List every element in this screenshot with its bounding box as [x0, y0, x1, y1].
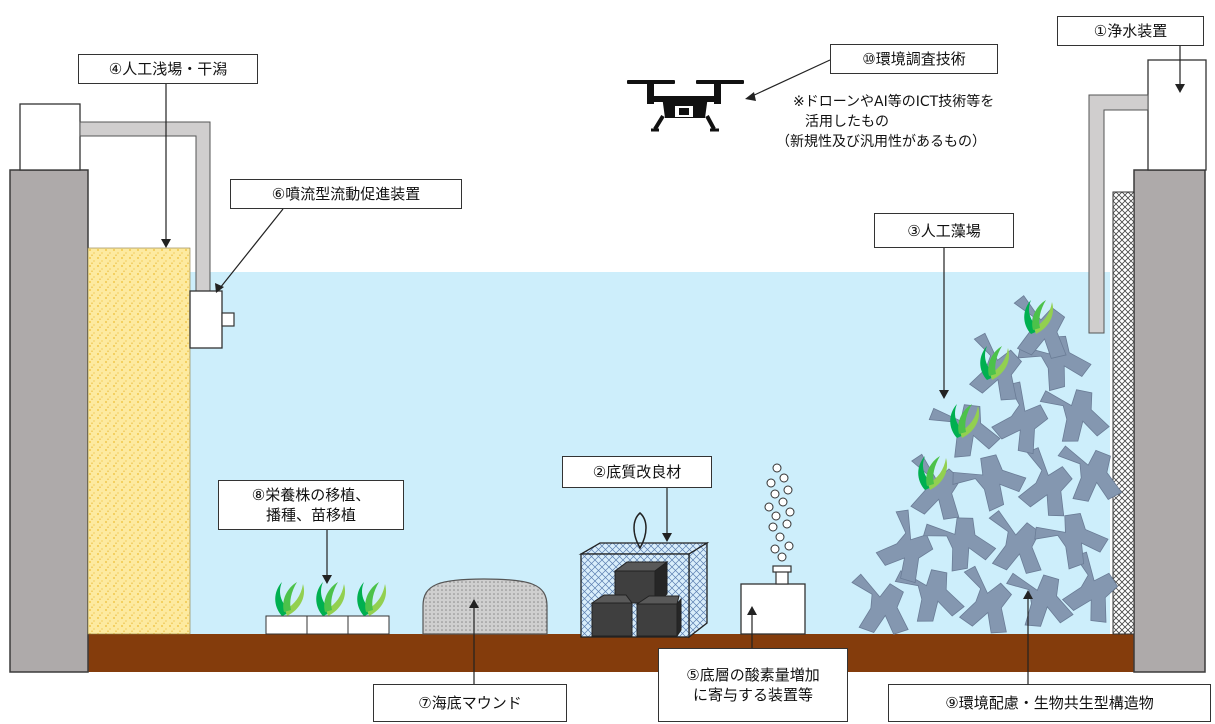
right-tank	[1147, 59, 1207, 171]
left-tank	[19, 103, 81, 171]
note-line1: ※ドローンやAI等のICT技術等を	[793, 94, 995, 110]
eco-mesh-column	[1112, 191, 1135, 635]
drone-icon	[627, 80, 744, 132]
label-seabed-mound: ⑦海底マウンド	[373, 684, 567, 722]
note-line3: （新規性及び汎用性があるもの）	[776, 134, 986, 150]
label-oxygen-device-line1: ⑤底層の酸素量増加	[686, 666, 820, 684]
label-eco-structure: ⑨環境配慮・生物共生型構造物	[888, 684, 1211, 722]
artificial-shallows	[87, 247, 191, 635]
label-oxygen-device: ⑤底層の酸素量増加 に寄与する装置等	[658, 648, 848, 722]
right-pipe	[1088, 94, 1149, 334]
oxygen-device	[740, 565, 806, 635]
note-line2: 活用したもの	[805, 114, 889, 130]
oxygen-bubbles	[764, 463, 795, 562]
leader-lines	[161, 40, 1185, 684]
label-jet-flow-device: ⑥噴流型流動促進装置	[230, 179, 462, 209]
label-sediment-improvement: ②底質改良材	[562, 456, 712, 488]
sediment-cage	[578, 512, 710, 639]
label-water-purifier: ①浄水装置	[1057, 16, 1204, 46]
label-env-survey: ⑩環境調査技術	[830, 44, 998, 74]
label-artificial-seaweed-bed: ③人工藻場	[874, 213, 1014, 248]
label-oxygen-device-line2: に寄与する装置等	[692, 686, 813, 704]
left-wall	[9, 169, 89, 673]
jet-flow-nozzle	[221, 312, 235, 327]
label-transplant-line1: ⑧栄養株の移植、	[251, 486, 371, 504]
label-transplant: ⑧栄養株の移植、 播種、苗移植	[218, 480, 404, 530]
right-wall	[1133, 169, 1206, 673]
transplant-seedlings	[265, 582, 390, 635]
seabed-mound	[422, 578, 548, 635]
seabed	[88, 634, 1134, 672]
label-transplant-line2: 播種、苗移植	[265, 506, 356, 524]
jet-flow-device	[189, 290, 223, 349]
label-artificial-shallows: ④人工浅場・干潟	[78, 54, 258, 84]
